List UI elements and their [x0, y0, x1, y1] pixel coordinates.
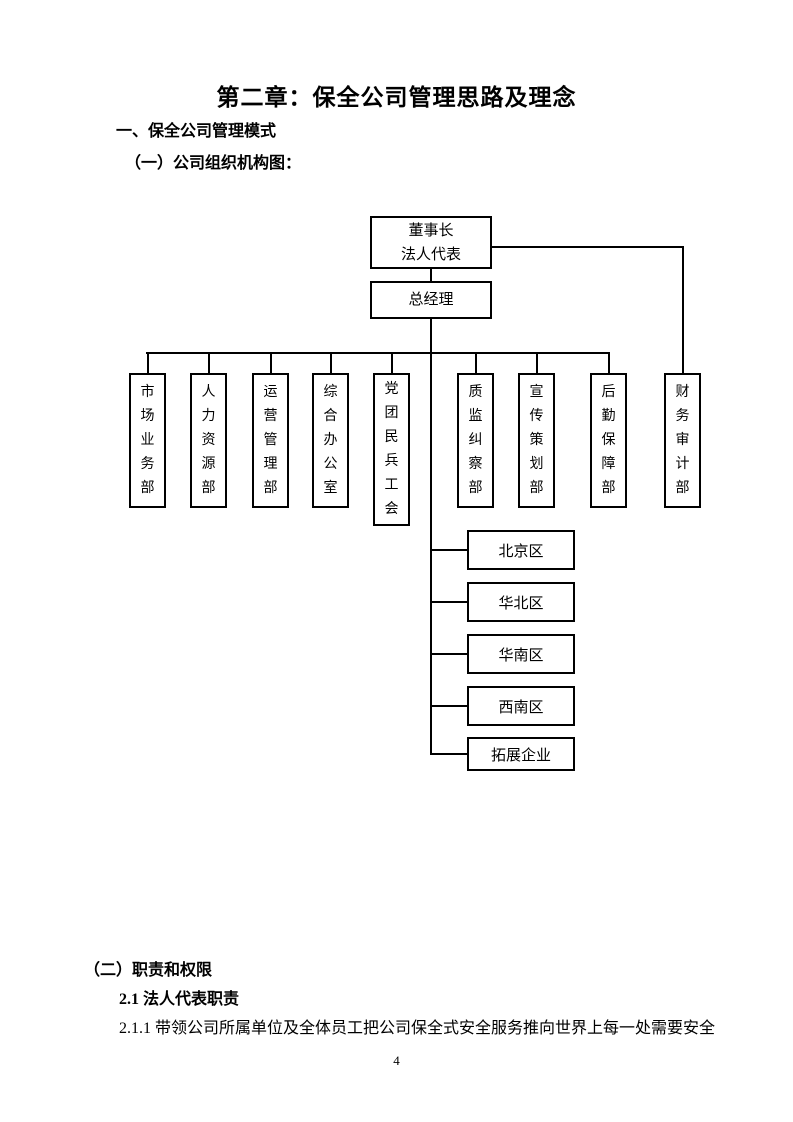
org-box-region-south-china: 华南区 [467, 634, 575, 674]
connector-drop-dept-5 [391, 352, 393, 373]
section1-heading: 一、保全公司管理模式 [116, 123, 277, 140]
connector-drop-dept-1 [147, 352, 149, 373]
connector-stub-region-4 [430, 705, 467, 707]
org-box-general-manager: 总经理 [370, 281, 492, 319]
page-number: 4 [393, 1053, 400, 1068]
org-box-dept-market-business: 市场业务部 [129, 373, 166, 508]
connector-drop-dept-3 [270, 352, 272, 373]
region-label: 北京区 [498, 543, 544, 560]
section2-heading: （二）职责和权限 [84, 962, 213, 979]
org-box-dept-human-resources: 人力资源部 [190, 373, 227, 508]
dept-label: 运营管理部 [263, 384, 278, 496]
org-box-region-north-china: 华北区 [467, 582, 575, 622]
connector-drop-dept-4 [330, 352, 332, 373]
org-box-dept-publicity-planning: 宣传策划部 [518, 373, 555, 508]
dept-label: 党团民兵工会 [384, 381, 399, 517]
org-box-chairman: 董事长 法人代表 [370, 216, 492, 269]
org-box-dept-party-union-militia: 党团民兵工会 [373, 373, 410, 526]
dept-label: 人力资源部 [201, 384, 216, 496]
connector-stub-region-3 [430, 653, 467, 655]
region-label: 西南区 [498, 699, 544, 716]
connector-drop-dept-8 [608, 352, 610, 373]
org-box-region-southwest: 西南区 [467, 686, 575, 726]
dept-label: 后勤保障部 [601, 384, 616, 496]
connector-line-regions-spine [430, 352, 432, 755]
connector-drop-dept-7 [536, 352, 538, 373]
org-box-dept-general-office: 综合办公室 [312, 373, 349, 508]
connector-line-departments-rail [146, 352, 610, 354]
section2-subheading: 2.1 法人代表职责 [119, 991, 240, 1008]
dept-label: 综合办公室 [323, 384, 338, 496]
page-title: 第二章：保全公司管理思路及理念 [216, 85, 577, 110]
body-paragraph: 2.1.1 带领公司所属单位及全体员工把公司保全式安全服务推向世界上每一处需要安… [119, 1020, 716, 1037]
org-box-dept-finance-audit: 财务审计部 [664, 373, 701, 508]
region-label: 华南区 [498, 647, 544, 664]
connector-stub-region-5 [430, 753, 467, 755]
dept-label: 宣传策划部 [529, 384, 544, 496]
connector-line-chairman-gm [430, 269, 432, 281]
dept-label: 市场业务部 [140, 384, 155, 496]
connector-stub-region-2 [430, 601, 467, 603]
chairman-subtitle: 法人代表 [400, 246, 461, 263]
org-box-region-expansion-enterprise: 拓展企业 [467, 737, 575, 771]
org-box-dept-logistics-support: 后勤保障部 [590, 373, 627, 508]
region-label: 华北区 [498, 595, 544, 612]
org-box-region-beijing: 北京区 [467, 530, 575, 570]
section1-subheading: （一）公司组织机构图： [125, 155, 302, 172]
general-manager-label: 总经理 [408, 292, 454, 308]
dept-label: 质监纠察部 [468, 384, 483, 496]
connector-drop-dept-2 [208, 352, 210, 373]
region-label: 拓展企业 [490, 747, 551, 764]
connector-stub-region-1 [430, 549, 467, 551]
chairman-title: 董事长 [408, 222, 454, 239]
connector-drop-dept-6 [475, 352, 477, 373]
dept-label: 财务审计部 [675, 384, 690, 496]
connector-line-finance-drop [682, 246, 684, 373]
org-box-dept-operations-management: 运营管理部 [252, 373, 289, 508]
org-box-dept-quality-inspection: 质监纠察部 [457, 373, 494, 508]
connector-line-chairman-right [492, 246, 684, 248]
connector-line-gm-down [430, 319, 432, 352]
